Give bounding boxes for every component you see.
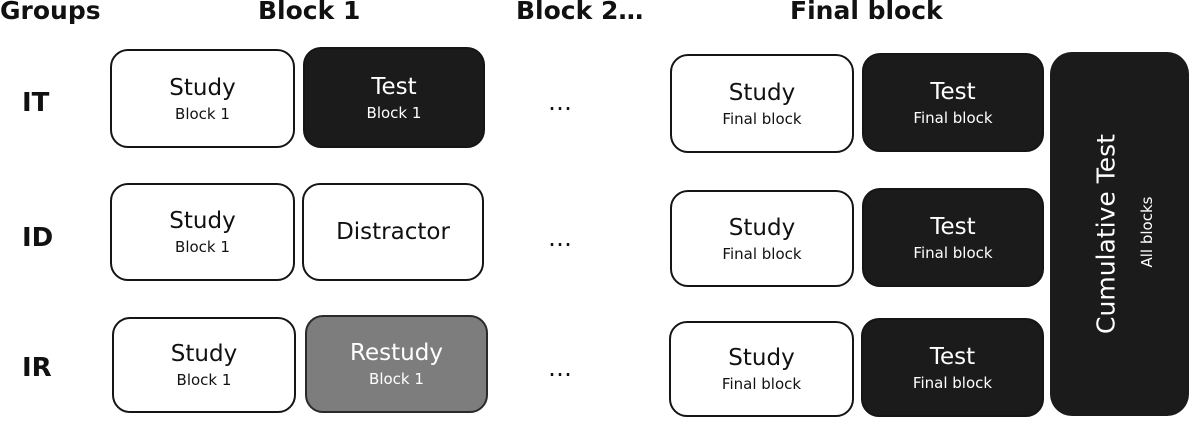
header-final-block: Final block (790, 0, 943, 25)
group-label-ir: IR (22, 353, 52, 383)
group-label-id: ID (22, 223, 54, 253)
box-main-label: Test (929, 343, 976, 370)
box-sub-label: Block 1 (176, 371, 232, 389)
box-sub-label: Block 1 (369, 370, 424, 388)
box-main-label: Test (930, 213, 976, 240)
box-sub-label: Final block (913, 243, 993, 262)
box-main-label: Test (930, 78, 976, 105)
box-main-label: Study (728, 345, 795, 371)
header-groups: Groups (0, 0, 101, 25)
continuation-dots: … (548, 224, 578, 252)
it-final-test-box: Test Final block (862, 53, 1044, 152)
id-distractor-box: Distractor (302, 183, 484, 281)
header-block-1: Block 1 (258, 0, 361, 25)
header-block-2: Block 2… (516, 0, 644, 25)
ir-final-study-box: Study Final block (669, 321, 854, 417)
it-final-study-box: Study Final block (670, 54, 854, 153)
box-main-label: Distractor (336, 219, 450, 245)
box-sub-label: Final block (721, 375, 802, 393)
cumulative-test-sublabel: All blocks (1137, 196, 1156, 268)
ir-restudy-box: Restudy Block 1 (305, 315, 488, 413)
cumulative-test-label: Cumulative Test (1091, 134, 1120, 334)
box-sub-label: Final block (912, 373, 993, 392)
box-main-label: Test (371, 73, 417, 100)
box-main-label: Study (728, 214, 796, 241)
cumulative-test-box: Cumulative Test All blocks (1050, 52, 1189, 416)
box-sub-label: Block 1 (175, 238, 230, 256)
box-sub-label: Block 1 (175, 104, 230, 123)
continuation-dots: … (548, 88, 578, 116)
box-main-label: Study (728, 79, 796, 106)
id-study-box: Study Block 1 (110, 183, 295, 281)
id-final-test-box: Test Final block (862, 188, 1044, 287)
box-main-label: Study (169, 74, 236, 101)
ir-study-box: Study Block 1 (112, 317, 296, 413)
id-final-study-box: Study Final block (670, 190, 854, 287)
box-main-label: Study (169, 208, 236, 234)
box-sub-label: Final block (913, 108, 993, 127)
box-sub-label: Final block (722, 244, 802, 263)
box-main-label: Restudy (350, 340, 443, 366)
it-study-box: Study Block 1 (110, 49, 295, 148)
box-main-label: Study (170, 341, 238, 367)
it-test-box: Test Block 1 (303, 47, 485, 148)
group-label-it: IT (22, 88, 50, 118)
box-sub-label: Block 1 (366, 103, 422, 122)
box-sub-label: Final block (722, 109, 802, 128)
continuation-dots: … (548, 354, 578, 382)
ir-final-test-box: Test Final block (861, 318, 1044, 417)
